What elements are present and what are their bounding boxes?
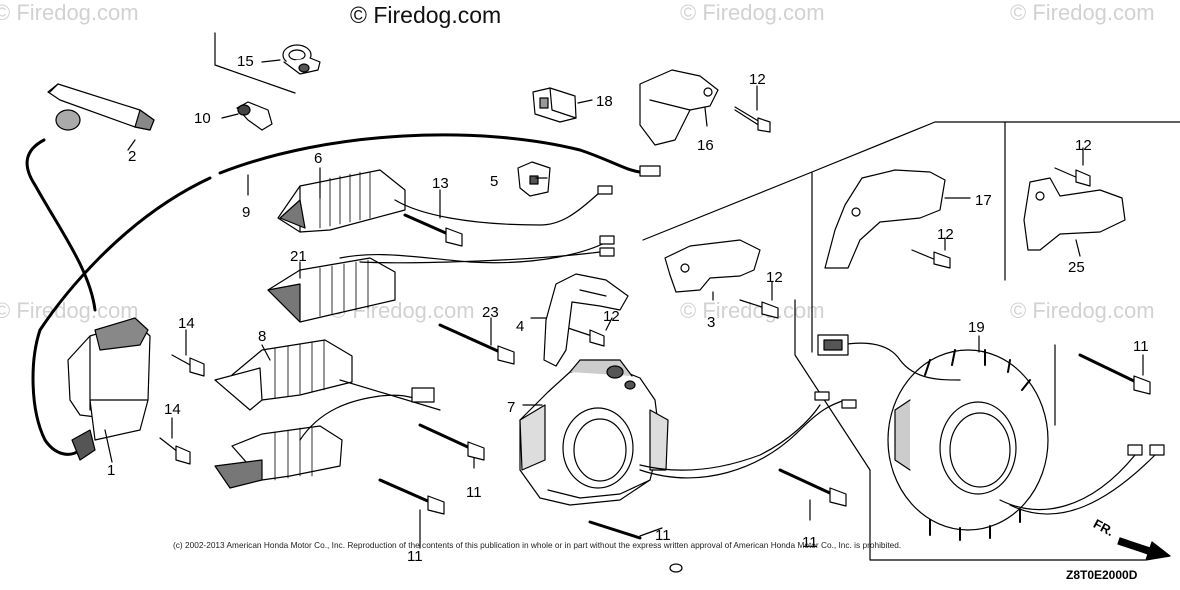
callout-7: 7 — [507, 399, 515, 416]
callout-11: 11 — [655, 527, 671, 544]
callout-12: 12 — [766, 269, 783, 286]
callout-3: 3 — [707, 314, 715, 331]
callout-15: 15 — [237, 53, 254, 70]
connector — [817, 334, 849, 356]
callout-12: 12 — [749, 71, 766, 88]
callout-17: 17 — [975, 192, 992, 209]
coil-bolt-long — [778, 468, 847, 507]
flange-bolt-small — [734, 106, 771, 133]
small-fastener — [669, 563, 683, 573]
watermark: © Firedog.com — [680, 298, 825, 323]
stator-bracket — [824, 169, 946, 269]
callout-11: 11 — [407, 548, 423, 565]
watermark: © Firedog.com — [0, 0, 139, 25]
charge-coil — [214, 339, 441, 411]
flange-bolt-small — [567, 327, 605, 347]
callout-21: 21 — [290, 248, 307, 265]
callout-5: 5 — [490, 173, 498, 190]
watermark-main: © Firedog.com — [350, 2, 502, 28]
callout-14: 14 — [164, 401, 181, 418]
callout-13: 13 — [432, 175, 449, 192]
watermark: © Firedog.com — [1010, 0, 1155, 25]
callout-18: 18 — [596, 93, 613, 110]
callout-12: 12 — [603, 308, 620, 325]
lead-wire — [25, 138, 97, 312]
flange-bolt — [171, 354, 205, 377]
cord-clamp-large — [282, 44, 321, 75]
copyright-notice: (c) 2002-2013 American Honda Motor Co., … — [173, 540, 902, 550]
coil-bolt-long — [378, 478, 445, 515]
spark-plug-cap — [47, 83, 155, 131]
mounting-bracket-small — [543, 273, 629, 367]
diagram-code: Z8T0E2000D — [1066, 568, 1138, 582]
flange-bolt-small — [1054, 167, 1091, 187]
callout-11: 11 — [466, 484, 482, 501]
grommet-small — [517, 161, 551, 197]
coil-bolt-long — [588, 520, 642, 540]
coil-bolt — [403, 213, 463, 247]
alternator-stator — [839, 342, 1165, 541]
callout-11: 11 — [1133, 338, 1149, 355]
callout-6: 6 — [314, 150, 322, 167]
coil-bolt-long — [1078, 353, 1151, 395]
callout-8: 8 — [258, 328, 266, 345]
callout-10: 10 — [194, 110, 211, 127]
callout-12: 12 — [937, 226, 954, 243]
grommet — [532, 87, 577, 123]
callout-23: 23 — [482, 304, 499, 321]
coil-bracket — [639, 69, 719, 146]
mounting-bracket — [664, 239, 761, 293]
bracket-b — [1023, 177, 1126, 251]
group-outline — [214, 32, 296, 94]
callout-16: 16 — [697, 137, 714, 154]
trigger-coil — [214, 387, 435, 489]
watermark: © Firedog.com — [1010, 298, 1155, 323]
callout-4: 4 — [516, 318, 524, 335]
callout-9: 9 — [242, 204, 250, 221]
exciter-coil — [277, 169, 613, 233]
watermark: © Firedog.com — [680, 0, 825, 25]
callout-12: 12 — [1075, 137, 1092, 154]
callout-19: 19 — [968, 319, 985, 336]
flange-bolt-small — [911, 249, 951, 269]
flange-bolt — [159, 437, 191, 465]
callout-25: 25 — [1068, 259, 1085, 276]
callout-11: 11 — [802, 534, 818, 551]
direction-arrow — [1117, 537, 1171, 561]
callout-1: 1 — [107, 462, 115, 479]
stator — [519, 359, 857, 506]
watermark: © Firedog.com — [0, 298, 139, 323]
ignition-coil — [67, 317, 151, 461]
wire-clip — [236, 101, 273, 131]
long-bolt — [438, 323, 515, 365]
callout-2: 2 — [128, 148, 136, 165]
callout-14: 14 — [178, 315, 195, 332]
flange-bolt-small — [739, 299, 779, 319]
coil-bolt-long — [418, 423, 485, 461]
